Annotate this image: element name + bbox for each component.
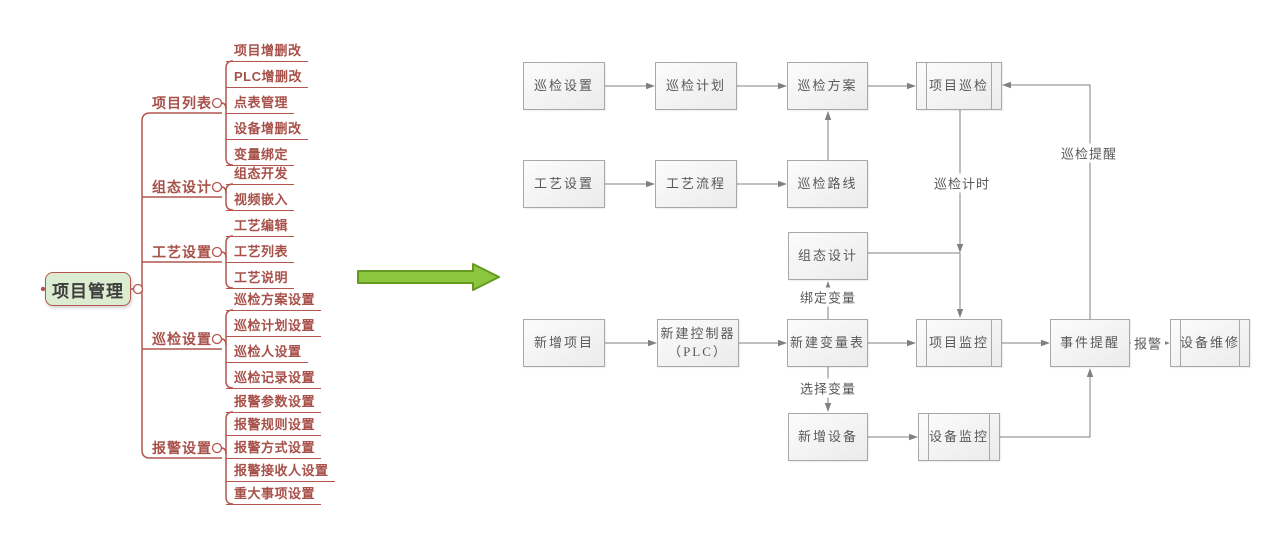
flow-node-label: 工艺设置: [533, 176, 594, 192]
mindmap-branch-inspect-settings[interactable]: 巡检设置: [152, 331, 212, 347]
flow-node-label: 设备监控: [928, 429, 989, 445]
edge-label-bind-variable: 绑定变量: [796, 287, 860, 307]
flow-node-inspection-scheme[interactable]: 巡检方案: [787, 62, 868, 110]
mindmap-connectors: [131, 60, 234, 505]
mindmap-branch-config-design[interactable]: 组态设计: [152, 179, 212, 195]
flow-node-new-plc-controller[interactable]: 新建控制器（PLC）: [657, 319, 739, 367]
flow-node-new-variable-table[interactable]: 新建变量表: [787, 319, 868, 367]
mindmap-leaf[interactable]: 报警接收人设置: [226, 462, 335, 482]
flowchart-arrowheads: [646, 81, 1170, 441]
mindmap-leaf[interactable]: 工艺编辑: [226, 217, 295, 237]
flow-node-label: 巡检设置: [533, 78, 594, 94]
collapse-handle-root[interactable]: [132, 283, 144, 295]
mindmap-leaf[interactable]: 工艺列表: [226, 243, 295, 263]
collapse-handle-alarm-settings[interactable]: [211, 442, 223, 454]
flow-node-project-inspection[interactable]: 项目巡检: [916, 62, 1002, 110]
mindmap-leaf[interactable]: 巡检记录设置: [226, 369, 322, 389]
root-anchor-dot: [40, 286, 46, 292]
flow-node-process-settings[interactable]: 工艺设置: [523, 160, 605, 208]
mindmap-leaf[interactable]: 重大事项设置: [226, 485, 322, 505]
edge-devmon-eventremind: [1000, 376, 1091, 438]
flowchart-edges: [605, 84, 1162, 438]
collapse-handle-inspect-settings[interactable]: [211, 333, 223, 345]
flow-node-new-project[interactable]: 新增项目: [523, 319, 605, 367]
flow-node-label: 新建控制器（PLC）: [660, 326, 736, 359]
flow-node-inspection-settings[interactable]: 巡检设置: [523, 62, 605, 110]
edge-label-inspection-timer: 巡检计时: [930, 173, 994, 193]
flow-node-config-design[interactable]: 组态设计: [788, 232, 868, 280]
mindmap-leaf[interactable]: 组态开发: [226, 165, 295, 185]
mindmap-leaf[interactable]: 报警参数设置: [226, 393, 322, 413]
flow-node-label: 新建变量表: [789, 335, 865, 351]
flow-node-label: 设备维修: [1179, 335, 1240, 351]
flow-node-process-flow[interactable]: 工艺流程: [655, 160, 737, 208]
flow-node-label: 项目监控: [928, 335, 989, 351]
flow-node-label: 工艺流程: [665, 176, 726, 192]
mindmap-leaf[interactable]: 项目增删改: [226, 42, 308, 62]
mindmap-leaf[interactable]: 报警方式设置: [226, 439, 322, 459]
flow-node-event-remind[interactable]: 事件提醒: [1050, 319, 1130, 367]
flow-node-inspection-route[interactable]: 巡检路线: [787, 160, 868, 208]
collapse-handles[interactable]: [132, 97, 223, 454]
mindmap-leaf[interactable]: 巡检方案设置: [226, 291, 322, 311]
mindmap-leaf[interactable]: 视频嵌入: [226, 191, 295, 211]
flow-node-label: 组态设计: [797, 248, 858, 264]
mindmap-branch-project-list[interactable]: 项目列表: [152, 95, 212, 111]
mindmap-branch-process-settings[interactable]: 工艺设置: [152, 244, 212, 260]
mindmap-root-node[interactable]: 项目管理: [45, 272, 131, 306]
mindmap-leaf[interactable]: 报警规则设置: [226, 416, 322, 436]
flow-node-label: 巡检计划: [665, 78, 726, 94]
collapse-handle-config-design[interactable]: [211, 181, 223, 193]
mindmap-leaf[interactable]: 设备增删改: [226, 120, 308, 140]
flow-node-device-repair[interactable]: 设备维修: [1170, 319, 1250, 367]
flow-node-inspection-plan[interactable]: 巡检计划: [655, 62, 737, 110]
edge-label-select-variable: 选择变量: [796, 378, 860, 398]
flow-node-label: 巡检路线: [797, 176, 858, 192]
mindmap-branch-alarm-settings[interactable]: 报警设置: [152, 440, 212, 456]
flow-node-label: 事件提醒: [1059, 335, 1120, 351]
edge-label-alarm: 报警: [1130, 333, 1166, 353]
edge-label-inspection-remind: 巡检提醒: [1057, 143, 1121, 163]
flow-node-label: 巡检方案: [797, 78, 858, 94]
collapse-handle-process-settings[interactable]: [211, 246, 223, 258]
flow-node-label: 新增设备: [797, 429, 858, 445]
flow-node-label: 项目巡检: [928, 78, 989, 94]
mindmap-leaf[interactable]: 点表管理: [226, 94, 295, 114]
flow-node-project-monitor[interactable]: 项目监控: [916, 319, 1002, 367]
mindmap-leaf[interactable]: PLC增删改: [226, 68, 309, 88]
flow-node-device-monitor[interactable]: 设备监控: [918, 413, 1000, 461]
mindmap-leaf[interactable]: 工艺说明: [226, 269, 295, 289]
transform-arrow: [357, 263, 500, 291]
edge-eventremind-projinsp: [1010, 84, 1091, 319]
flow-node-new-device[interactable]: 新增设备: [788, 413, 868, 461]
mindmap-leaf[interactable]: 变量绑定: [226, 146, 295, 166]
mindmap-leaf[interactable]: 巡检人设置: [226, 343, 308, 363]
collapse-handle-project-list[interactable]: [211, 97, 223, 109]
flow-node-label: 新增项目: [533, 335, 594, 351]
mindmap-leaf[interactable]: 巡检计划设置: [226, 317, 322, 337]
